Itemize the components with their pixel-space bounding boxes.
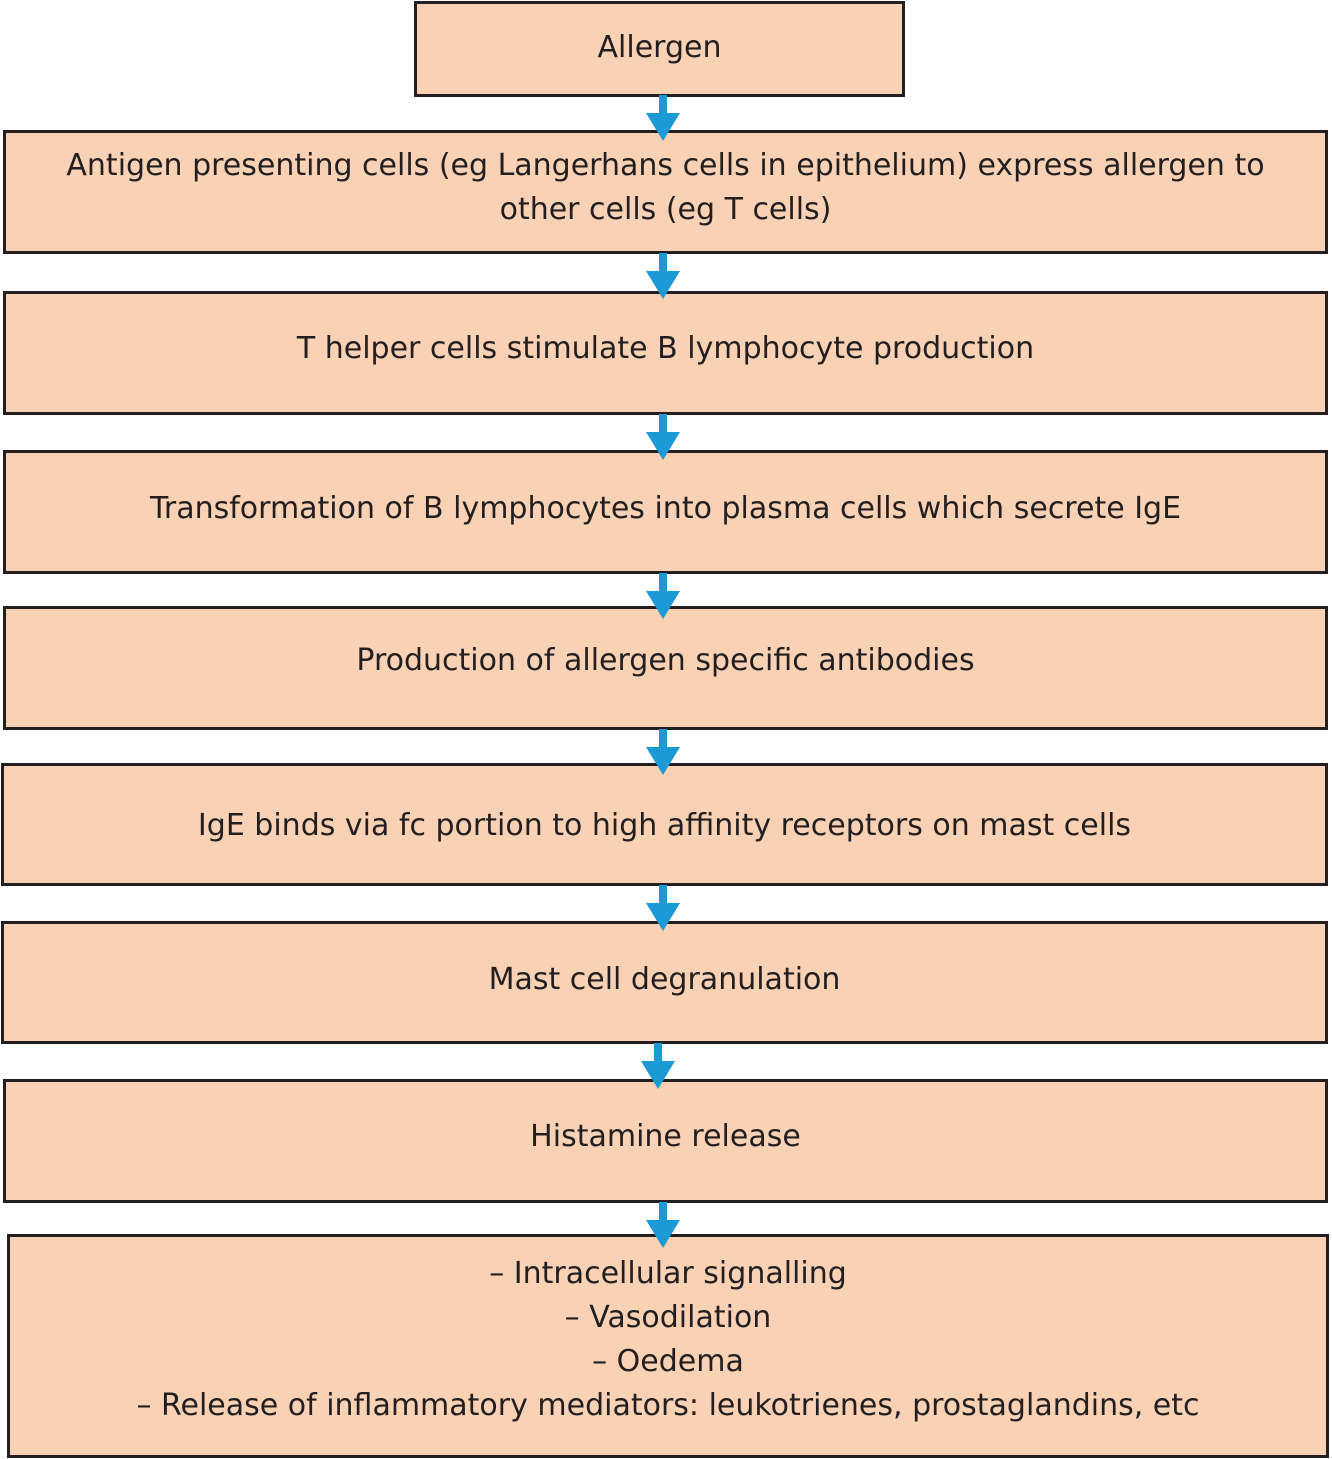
down-arrow-icon xyxy=(643,573,683,621)
step-ige-binding: IgE binds via fc portion to high affinit… xyxy=(1,763,1328,886)
step-text: Histamine release xyxy=(530,1119,801,1154)
step-text: Allergen xyxy=(597,30,722,65)
step-b-lymphocyte-transformation: Transformation of B lymphocytes into pla… xyxy=(3,450,1328,574)
step-text: Production of allergen specific antibodi… xyxy=(356,643,975,678)
down-arrow-icon xyxy=(643,253,683,301)
effect-item: – Intracellular signalling xyxy=(489,1256,847,1291)
step-antibody-production: Production of allergen specific antibodi… xyxy=(3,606,1328,730)
step-text: Mast cell degranulation xyxy=(488,961,841,997)
down-arrow-icon xyxy=(643,95,683,143)
down-arrow-icon xyxy=(643,885,683,933)
down-arrow-icon xyxy=(638,1043,678,1091)
down-arrow-icon xyxy=(643,1202,683,1250)
down-arrow-icon xyxy=(643,414,683,462)
step-t-helper-cells: T helper cells stimulate B lymphocyte pr… xyxy=(3,291,1328,415)
step-effects: – Intracellular signalling – Vasodilatio… xyxy=(7,1234,1329,1458)
step-text: T helper cells stimulate B lymphocyte pr… xyxy=(296,331,1035,366)
step-antigen-presenting-cells: Antigen presenting cells (eg Langerhans … xyxy=(3,130,1328,254)
down-arrow-icon xyxy=(643,729,683,777)
step-text: other cells (eg T cells) xyxy=(499,192,832,227)
step-text: Antigen presenting cells (eg Langerhans … xyxy=(66,148,1265,183)
step-text: Transformation of B lymphocytes into pla… xyxy=(149,491,1182,526)
effect-item: – Oedema xyxy=(592,1344,744,1379)
effect-item: – Release of inflammatory mediators: leu… xyxy=(136,1388,1200,1423)
step-allergen: Allergen xyxy=(414,1,905,97)
effect-item: – Vasodilation xyxy=(564,1300,772,1335)
step-text: IgE binds via fc portion to high affinit… xyxy=(197,807,1132,843)
step-histamine-release: Histamine release xyxy=(3,1079,1328,1203)
step-mast-cell-degranulation: Mast cell degranulation xyxy=(1,921,1328,1044)
